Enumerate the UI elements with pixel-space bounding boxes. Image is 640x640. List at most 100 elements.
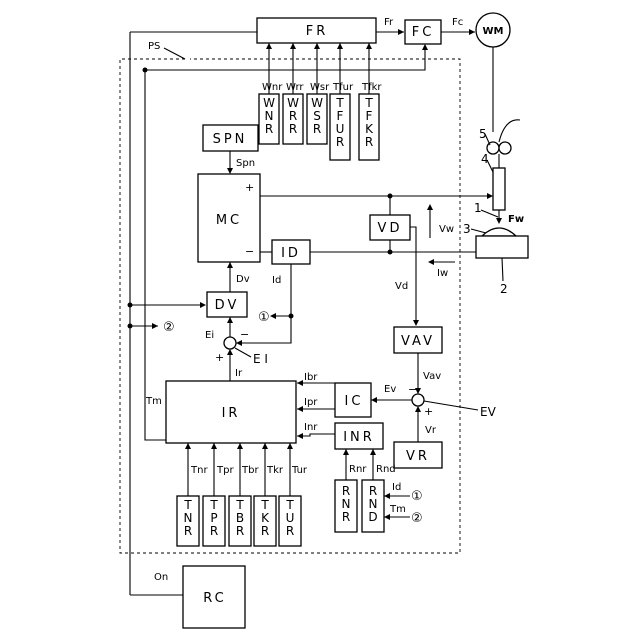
ir-to-ei-arrow bbox=[227, 349, 233, 355]
rnd-letter: D bbox=[368, 510, 377, 524]
ref-3: 3 bbox=[463, 222, 471, 236]
circle2-mark-b: ② bbox=[411, 511, 423, 526]
ref-1: 1 bbox=[474, 201, 482, 215]
inr-signal: Inr bbox=[304, 422, 318, 433]
ic-label: IC bbox=[345, 394, 364, 409]
wsr-letter: R bbox=[313, 122, 321, 136]
vd-label: VD bbox=[378, 221, 403, 236]
iw-signal: Iw bbox=[437, 268, 448, 279]
tnr-letter: N bbox=[184, 511, 193, 525]
ir-label: IR bbox=[222, 406, 241, 421]
tur-letter: T bbox=[285, 498, 294, 512]
tm2-signal: Tm bbox=[389, 504, 406, 515]
ei-summing-point bbox=[224, 337, 236, 349]
ei-leader bbox=[235, 348, 251, 357]
ei-signal: Ei bbox=[205, 330, 214, 341]
fc-to-wm-arrow bbox=[469, 29, 475, 35]
tbr-letter: R bbox=[236, 524, 244, 538]
tkr-arrow bbox=[262, 443, 268, 449]
tbr-signal: Tbr bbox=[241, 465, 259, 476]
id2-arrow bbox=[384, 493, 390, 499]
inr-arrow bbox=[297, 433, 303, 439]
id-feedback-line bbox=[272, 264, 291, 316]
ir-signal: Ir bbox=[235, 368, 243, 379]
vd-signal: Vd bbox=[395, 281, 408, 292]
to-dv-arrow bbox=[200, 302, 206, 308]
tfkr-letter: F bbox=[366, 109, 373, 123]
rnr-letter: R bbox=[342, 510, 350, 524]
wrr-letter: R bbox=[289, 122, 297, 136]
rc-label: RC bbox=[203, 591, 226, 606]
tfkr-arrow bbox=[366, 43, 372, 49]
tfur-arrow bbox=[337, 43, 343, 49]
tpr-arrow bbox=[211, 443, 217, 449]
ref-2: 2 bbox=[500, 282, 508, 296]
wsr-letter: W bbox=[311, 96, 323, 110]
tfur-letters: TFUR bbox=[335, 96, 344, 149]
ps-label: PS bbox=[148, 41, 160, 52]
on-signal: On bbox=[154, 572, 168, 583]
vw-arrow bbox=[427, 204, 433, 210]
torch-body bbox=[493, 168, 505, 210]
tpr-signal: Tpr bbox=[216, 465, 234, 476]
tbr-letter: T bbox=[235, 498, 244, 512]
ev-minus: − bbox=[408, 383, 417, 396]
rnd-signal: Rnd bbox=[376, 464, 396, 475]
tm-signal: Tm bbox=[145, 396, 162, 407]
tur-signal: Tur bbox=[291, 465, 308, 476]
tkr-letter: K bbox=[261, 511, 270, 525]
vr-to-ev-arrow bbox=[415, 406, 421, 412]
tur-letters: TUR bbox=[285, 498, 294, 538]
dv-to-mc-arrow bbox=[227, 262, 233, 268]
vav-label: VAV bbox=[401, 334, 435, 349]
tfur-letter: U bbox=[336, 122, 345, 136]
wrr-signal: Wrr bbox=[286, 82, 304, 93]
tnr-letter: T bbox=[183, 498, 192, 512]
tbr-letters: TBR bbox=[235, 498, 244, 538]
fr-to-fc-arrow bbox=[398, 29, 404, 35]
wsr-arrow bbox=[314, 43, 320, 49]
tkr-letters: TKR bbox=[260, 498, 270, 538]
junction-c2 bbox=[128, 324, 133, 329]
vr-label: VR bbox=[406, 449, 430, 464]
rnd-letter: R bbox=[369, 484, 377, 498]
tfkr-letters: TFKR bbox=[364, 96, 374, 149]
vav-signal: Vav bbox=[423, 371, 441, 382]
tfkr-signal: Tfkr bbox=[361, 82, 382, 93]
ref-1-leader bbox=[481, 210, 498, 217]
ibr-signal: Ibr bbox=[304, 372, 318, 383]
rnr-signal: Rnr bbox=[349, 464, 367, 475]
ps-to-fc-arrow bbox=[422, 44, 428, 50]
ipr-signal: Ipr bbox=[304, 397, 318, 408]
tpr-letter: P bbox=[210, 511, 217, 525]
spn-to-mc-arrow bbox=[227, 168, 233, 174]
tkr-letter: R bbox=[261, 524, 269, 538]
spn-signal: Spn bbox=[236, 158, 255, 169]
wnr-letter: R bbox=[265, 122, 273, 136]
rnd-letters: RND bbox=[368, 484, 377, 524]
wnr-signal: Wnr bbox=[262, 82, 283, 93]
mc-plus: + bbox=[245, 181, 254, 194]
to-circle2-arrow bbox=[152, 323, 158, 329]
mc-plus-arrow bbox=[487, 193, 493, 199]
tkr-signal: Tkr bbox=[266, 465, 284, 476]
feed-roll-left bbox=[487, 142, 499, 154]
wsr-letter: S bbox=[313, 109, 321, 123]
tfur-letter: R bbox=[336, 135, 344, 149]
tfkr-letter: K bbox=[365, 122, 374, 136]
fr-label: FR bbox=[306, 24, 329, 39]
spn-label: SPN bbox=[213, 132, 248, 147]
wnr-arrow bbox=[266, 43, 272, 49]
tbr-letter: B bbox=[236, 511, 244, 525]
id-label: ID bbox=[281, 246, 301, 261]
ipr-arrow bbox=[297, 406, 303, 412]
tfur-signal: Tfur bbox=[332, 82, 354, 93]
vd-out-arrow bbox=[413, 320, 419, 326]
fc-signal: Fc bbox=[452, 17, 463, 28]
vr-signal: Vr bbox=[425, 425, 437, 436]
ei-plus: + bbox=[215, 351, 224, 364]
fw-signal: Fw bbox=[508, 214, 524, 225]
fr-signal: Fr bbox=[384, 17, 394, 28]
